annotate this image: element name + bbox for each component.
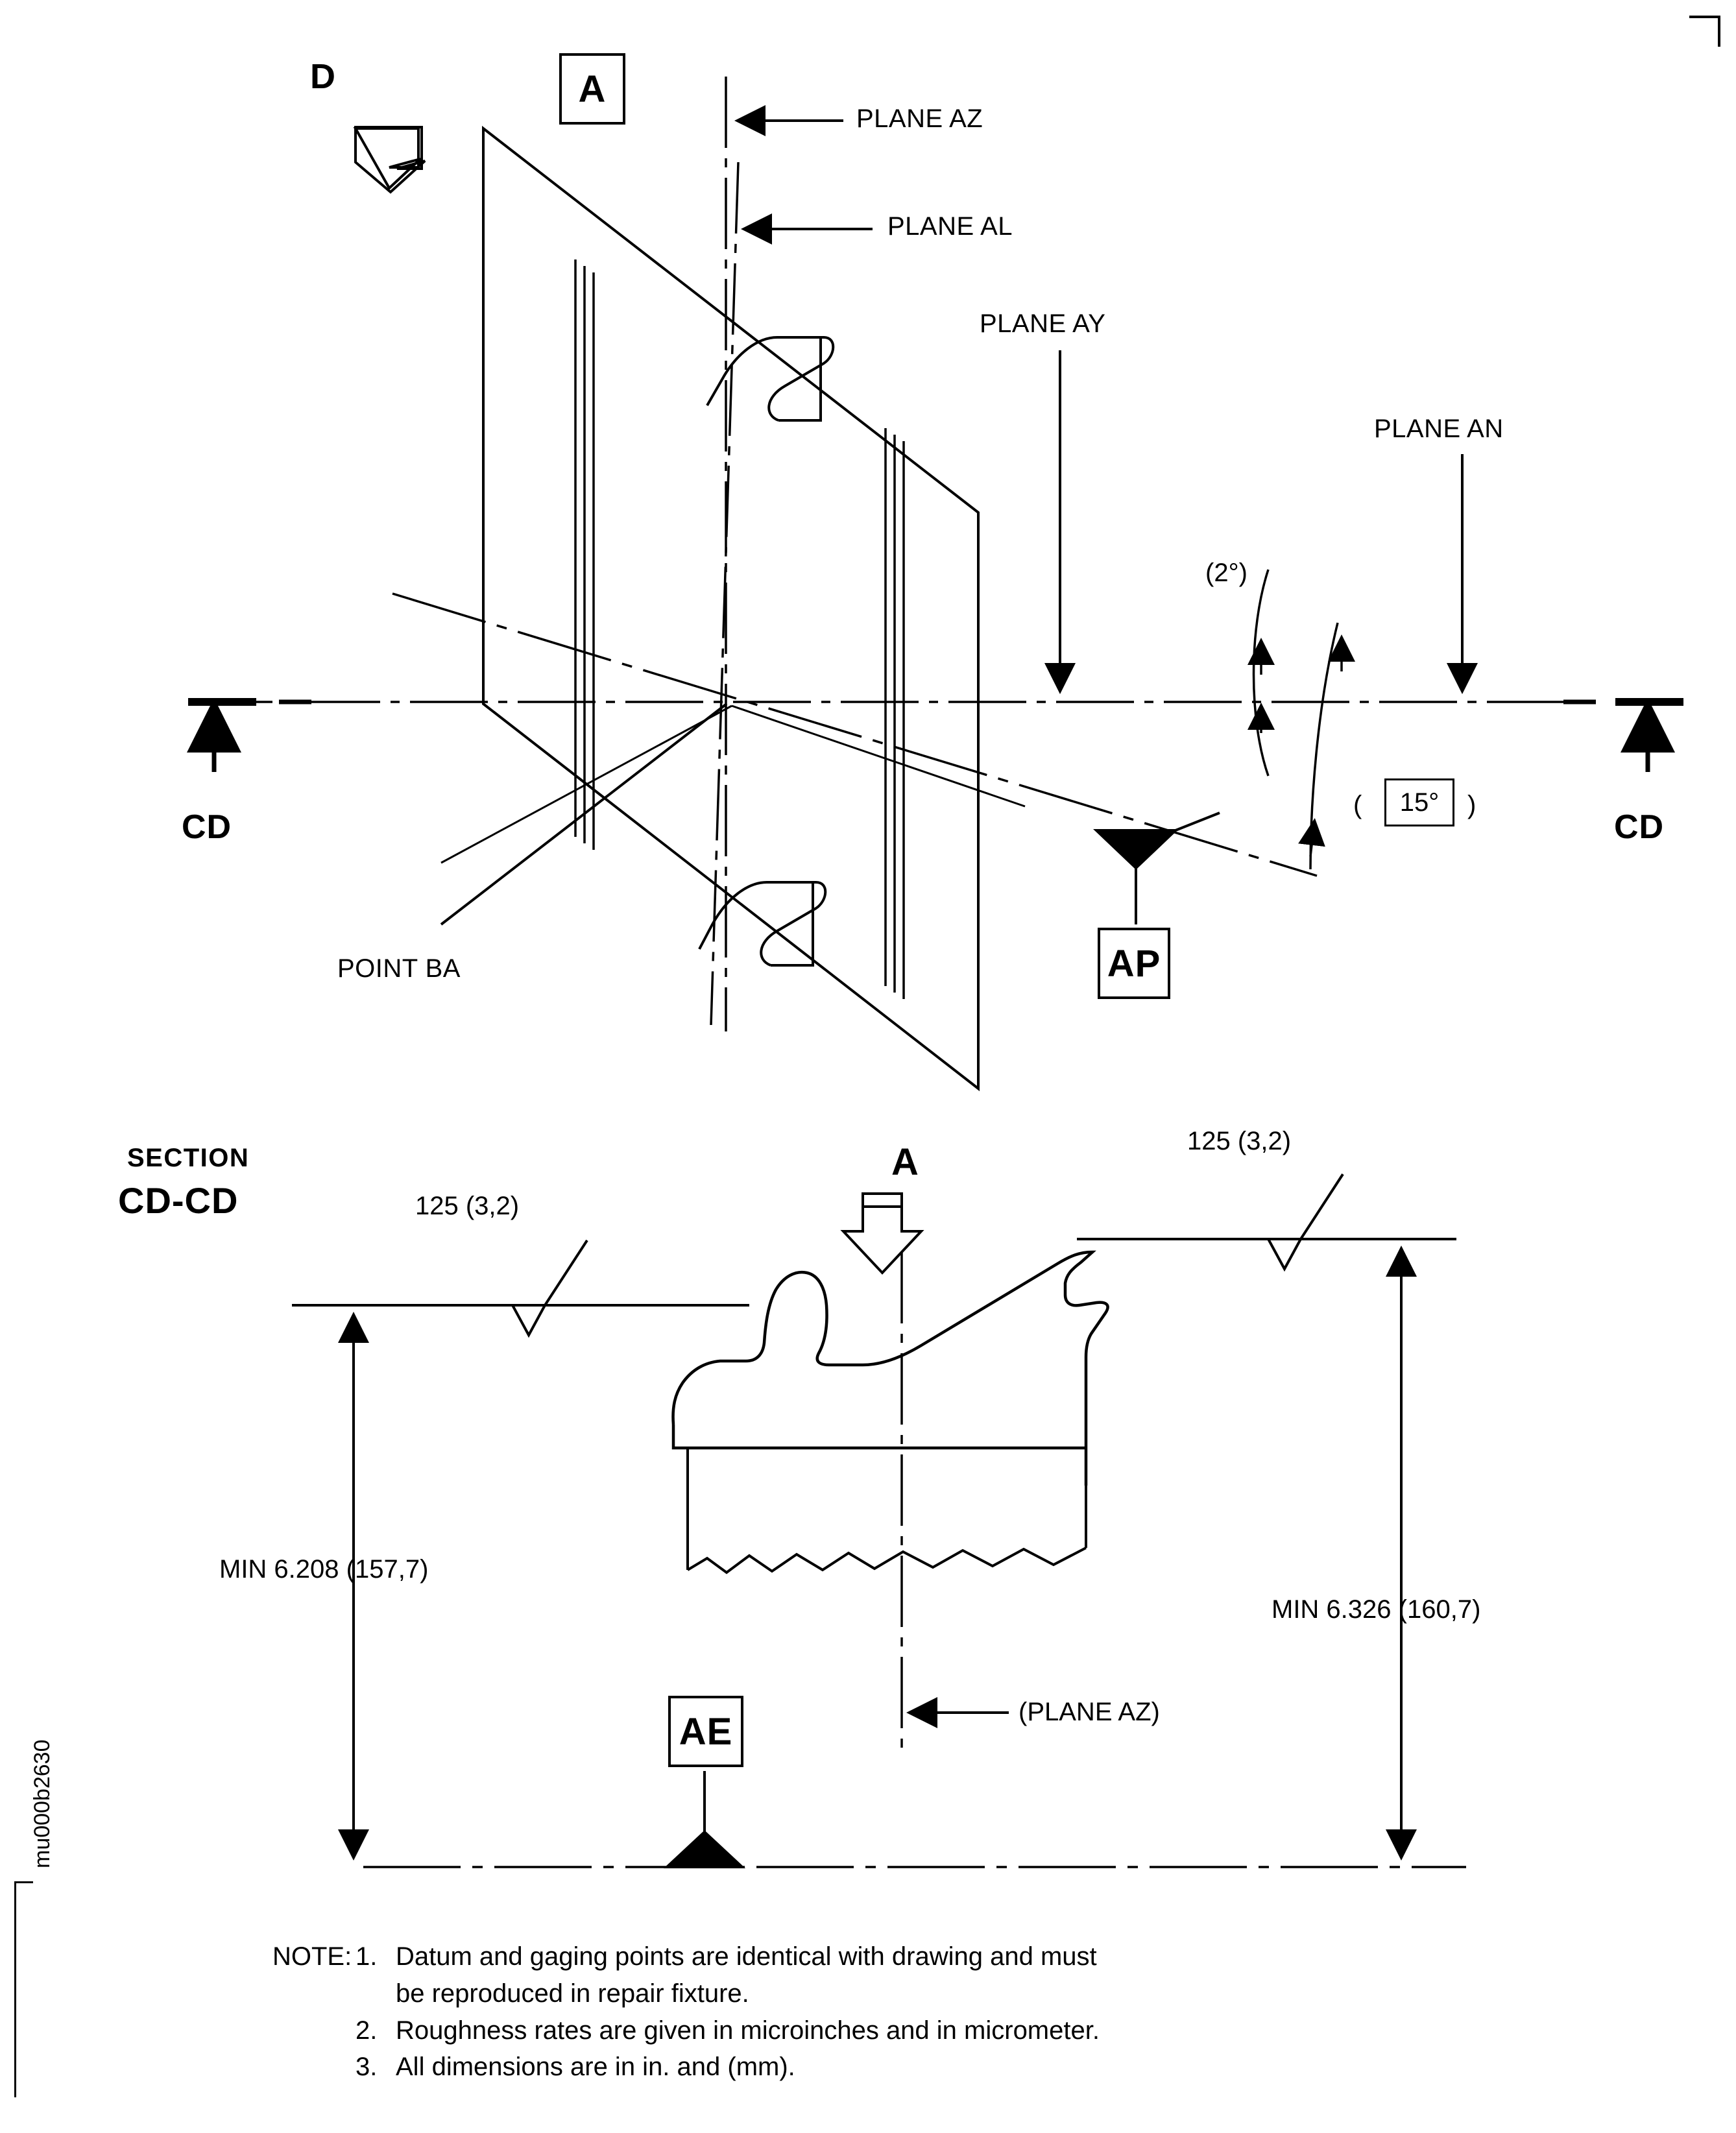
- note-number-spacer: [356, 1975, 396, 2012]
- datum-ae-box: AE: [668, 1696, 743, 1767]
- view-arrow-d: [353, 126, 426, 194]
- chord-plane-outline: [482, 125, 980, 1092]
- datum-ae-indicator: [663, 1771, 746, 1868]
- section-name-label: CD-CD: [118, 1180, 239, 1221]
- note-row: 3. All dimensions are in in. and (mm).: [272, 2049, 1100, 2086]
- label-plane-ay: PLANE AY: [980, 309, 1106, 338]
- figure-code: mu000b2630: [30, 1739, 54, 1868]
- notes-lead-label: NOTE:: [272, 1942, 352, 1971]
- plane-al-centerline: [710, 162, 740, 1026]
- datum-a-box: A: [559, 53, 625, 125]
- label-point-ba: POINT BA: [337, 954, 461, 983]
- leader-point-ba: [440, 703, 728, 926]
- roughness-right-label: 125 (3,2): [1187, 1127, 1292, 1155]
- label-angle-close-paren: ): [1467, 791, 1477, 819]
- datum-ap-label: AP: [1107, 942, 1161, 985]
- section-cut-left: [187, 698, 311, 772]
- label-plane-az: PLANE AZ: [856, 104, 983, 133]
- angle-15deg-dimension: [1298, 622, 1355, 870]
- roughness-symbol-left: [510, 1239, 588, 1338]
- angle-15deg-box: 15°: [1384, 778, 1454, 826]
- label-plane-an: PLANE AN: [1374, 415, 1504, 443]
- note-text: Roughness rates are given in microinches…: [396, 2016, 1100, 2045]
- section-break-line: [686, 1448, 1087, 1574]
- note-row-continuation: be reproduced in repair fixture.: [272, 1975, 1100, 2012]
- view-arrow-a-label: A: [891, 1141, 919, 1183]
- note-number: 2.: [356, 2016, 378, 2045]
- construction-lines: [440, 705, 1026, 864]
- blade-notch-lower: [698, 881, 827, 967]
- notes-lead-spacer: [272, 1975, 356, 2012]
- datum-ap-box: AP: [1098, 928, 1170, 999]
- stacking-axis-line: [392, 592, 1318, 877]
- label-plane-al: PLANE AL: [887, 212, 1013, 241]
- notes-block: NOTE: 1. Datum and gaging points are ide…: [272, 1938, 1100, 2086]
- blade-notch-upper: [706, 336, 835, 422]
- note-row: 2. Roughness rates are given in microinc…: [272, 2012, 1100, 2049]
- dimension-left-label: MIN 6.208 (157,7): [219, 1555, 429, 1584]
- note-text-continued: be reproduced in repair fixture.: [396, 1979, 749, 2008]
- note-text: Datum and gaging points are identical wi…: [396, 1942, 1097, 1971]
- section-word-label: SECTION: [127, 1144, 250, 1172]
- angle-2deg-dimension: [1248, 569, 1275, 777]
- section-label-cd-left: CD: [182, 808, 232, 846]
- section-label-cd-right: CD: [1614, 808, 1665, 846]
- dimension-right-label: MIN 6.326 (160,7): [1272, 1595, 1481, 1624]
- datum-a-label: A: [578, 67, 607, 110]
- side-code-bracket: [14, 1881, 33, 2097]
- datum-ap-indicator: [1092, 812, 1220, 924]
- roughness-left-label: 125 (3,2): [415, 1192, 520, 1220]
- notes-lead-spacer: [272, 2012, 356, 2049]
- view-arrow-d-label: D: [310, 57, 335, 96]
- datum-ae-label: AE: [679, 1710, 733, 1753]
- airfoil-section-lines: [574, 259, 905, 999]
- note-text: All dimensions are in in. and (mm).: [396, 2053, 795, 2082]
- note-row: NOTE: 1. Datum and gaging points are ide…: [272, 1938, 1100, 1975]
- view-arrow-a-lower: [840, 1192, 924, 1275]
- section-cut-right: [1563, 698, 1683, 772]
- note-number: 1.: [356, 1942, 378, 1971]
- label-plane-az-lower: (PLANE AZ): [1019, 1698, 1160, 1726]
- notes-lead-spacer: [272, 2049, 356, 2086]
- note-number: 3.: [356, 2053, 378, 2082]
- label-angle-15deg: 15°: [1399, 788, 1440, 817]
- roughness-symbol-right: [1266, 1173, 1344, 1272]
- sheet-corner-mark: [1689, 16, 1720, 47]
- label-angle-2deg: (2°): [1205, 559, 1248, 587]
- section-blade-outline: [671, 1250, 1109, 1486]
- label-angle-open-paren: (: [1353, 791, 1362, 819]
